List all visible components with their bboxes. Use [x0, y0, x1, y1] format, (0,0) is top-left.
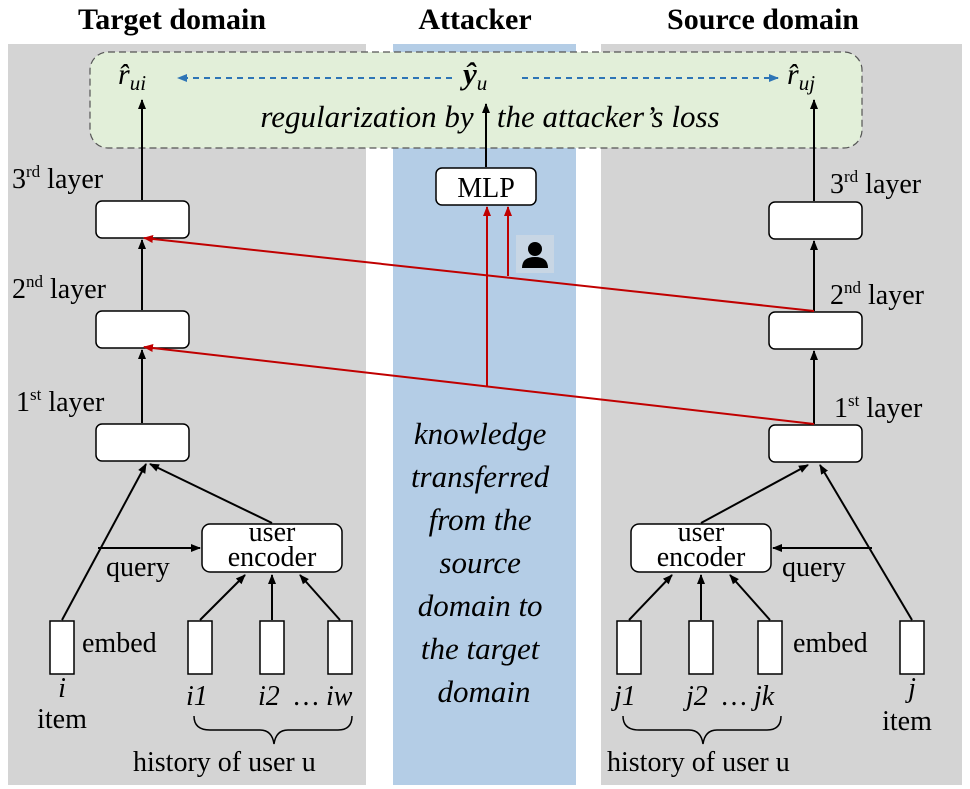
source-layer3-box — [768, 201, 863, 240]
source-histk-arrow — [729, 574, 771, 621]
target-layer2-label: 2nd layer — [12, 272, 107, 305]
source-hist-embedding-k — [757, 620, 783, 675]
source-hist-embedding-2 — [688, 620, 714, 675]
knowledge-transfer-text: knowledge transferred from the source do… — [411, 416, 557, 709]
source-user-encoder — [630, 523, 772, 573]
mlp-box — [435, 167, 537, 206]
target-histw-arrow — [299, 574, 341, 621]
transfer-l1-to-l2 — [143, 344, 815, 425]
source-hist-embedding-1 — [616, 620, 642, 675]
target-encoder-line2: encoder — [228, 542, 317, 573]
target-hist-embedding-w — [327, 620, 353, 675]
target-item-embedding — [49, 620, 75, 675]
target-layer3-box — [95, 200, 190, 239]
target-item-symbol: i — [58, 673, 66, 704]
source-layer2-label: 2nd layer — [830, 278, 925, 311]
source-domain-header: Source domain — [667, 3, 859, 36]
target-hist1-arrow — [199, 574, 246, 621]
source-encoder-line2: encoder — [657, 542, 746, 573]
source-layer3-label: 3rd layer — [830, 167, 922, 200]
source-layer1-label: 1st layer — [834, 391, 923, 424]
source-item-embedding — [899, 620, 925, 675]
target-user-encoder — [201, 523, 343, 573]
target-embed-label: embed — [82, 628, 157, 659]
source-history-brace — [622, 715, 782, 745]
source-embed-label: embed — [793, 628, 868, 659]
target-history-label: history of user u — [133, 747, 316, 778]
source-item-word: item — [882, 706, 932, 737]
source-encoder-to-l1 — [700, 464, 809, 524]
user-silhouette-icon — [516, 235, 554, 273]
source-item-to-l1 — [819, 464, 913, 621]
target-query-label: query — [106, 552, 170, 583]
target-hist-embedding-2 — [259, 620, 285, 675]
source-history-label: history of user u — [607, 747, 790, 778]
target-encoder-to-l1 — [149, 463, 273, 524]
target-layer3-label: 3rd layer — [12, 162, 104, 195]
target-domain-header: Target domain — [78, 3, 266, 36]
source-layer1-box — [768, 424, 863, 463]
target-item-word: item — [37, 704, 87, 735]
target-layer1-box — [95, 423, 190, 462]
transfer-l2-to-l3 — [143, 234, 815, 312]
source-query-label: query — [782, 552, 846, 583]
source-item-symbol: j — [905, 673, 916, 704]
regularization-box — [89, 51, 863, 149]
target-history-brace — [193, 715, 353, 745]
target-hist-embedding-1 — [187, 620, 213, 675]
target-layer1-label: 1st layer — [16, 385, 105, 418]
mlp-label: MLP — [457, 173, 515, 204]
target-item-to-l1 — [61, 463, 147, 621]
source-layer2-box — [768, 311, 863, 350]
source-hist1-arrow — [628, 574, 673, 621]
regularization-text: regularization by the attacker’s loss — [260, 99, 719, 134]
attacker-header: Attacker — [418, 3, 531, 36]
target-layer2-box — [95, 310, 190, 349]
